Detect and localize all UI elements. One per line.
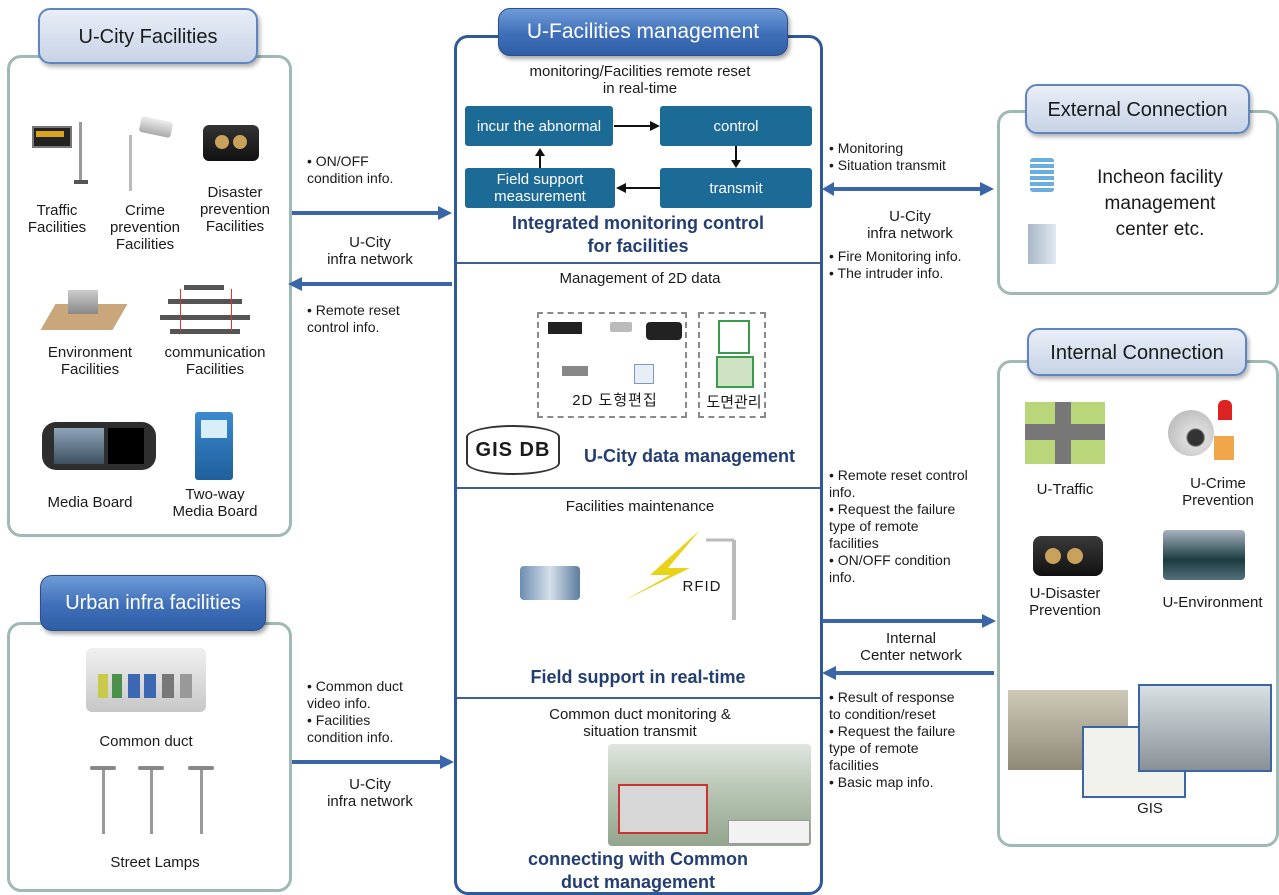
item-label: Traffic Facilities bbox=[27, 202, 87, 236]
ext-note-bottom: • Fire Monitoring info. • The intruder i… bbox=[829, 248, 962, 281]
building-stack-icon bbox=[1030, 158, 1054, 192]
environment-sensor-icon bbox=[40, 290, 128, 332]
item-label: Crime prevention Facilities bbox=[109, 202, 181, 253]
rfid-label: RFID bbox=[682, 578, 722, 595]
cctv-icon bbox=[122, 115, 182, 195]
floorplan-icon bbox=[716, 356, 754, 388]
section-divider bbox=[457, 262, 820, 264]
thermal-camera-icon bbox=[203, 125, 259, 161]
gis-map-image bbox=[1008, 684, 1272, 798]
item-label: Street Lamps bbox=[110, 854, 200, 871]
center-header: U-Facilities management bbox=[498, 8, 788, 56]
internal-item-label: U-Environment bbox=[1162, 594, 1263, 611]
item-label: Disaster prevention Facilities bbox=[199, 184, 271, 235]
item-label: Two-way Media Board bbox=[172, 486, 258, 520]
left-network-top: U-City infra network bbox=[327, 234, 413, 268]
left-note-bottom: • Common duct video info. • Facilities c… bbox=[307, 678, 403, 745]
internal-item-label: U-Crime Prevention bbox=[1182, 475, 1254, 509]
2d-shape-editor-box bbox=[537, 312, 687, 418]
u-traffic-icon bbox=[1025, 402, 1105, 464]
u-disaster-icon bbox=[1033, 536, 1103, 576]
section1-title: Integrated monitoring control for facili… bbox=[512, 213, 764, 256]
left-note-out: • Remote reset control info. bbox=[307, 302, 400, 335]
network-rack-icon bbox=[160, 285, 250, 337]
2d-shape-edit-label: 2D 도형편집 bbox=[572, 392, 658, 409]
mini-traffic-icon bbox=[548, 322, 582, 334]
int-network-label: Internal Center network bbox=[860, 630, 962, 664]
office-building-icon bbox=[1028, 224, 1056, 264]
internal-item-label: GIS bbox=[1137, 800, 1163, 817]
u-environment-icon bbox=[1163, 530, 1245, 580]
section1-subtitle: monitoring/Facilities remote reset in re… bbox=[529, 63, 751, 97]
mini-device-icon bbox=[634, 364, 654, 384]
drawing-management-box bbox=[698, 312, 766, 418]
flow-transmit: transmit bbox=[660, 168, 812, 208]
section-divider bbox=[457, 697, 820, 699]
section2-subtitle: Management of 2D data bbox=[559, 270, 721, 287]
int-note-bottom: • Result of response to condition/reset … bbox=[829, 689, 956, 790]
item-label: communication Facilities bbox=[164, 344, 266, 378]
int-note-top: • Remote reset control info. • Request t… bbox=[829, 467, 968, 585]
media-board-icon bbox=[42, 422, 156, 470]
item-label: Common duct bbox=[99, 733, 193, 750]
item-label: Environment Facilities bbox=[47, 344, 133, 378]
mobile-device-icon bbox=[520, 566, 580, 600]
drawing-icon bbox=[718, 320, 750, 354]
gis-db-label: GIS DB bbox=[475, 439, 551, 461]
gis-db-icon bbox=[466, 425, 560, 475]
external-connection-panel bbox=[997, 110, 1279, 295]
section2-title: U-City data management bbox=[583, 446, 796, 466]
urban-infra-header: Urban infra facilities bbox=[40, 575, 266, 631]
left-network-bottom: U-City infra network bbox=[327, 776, 413, 810]
mini-camera-icon bbox=[646, 322, 682, 340]
internal-connection-header: Internal Connection bbox=[1027, 328, 1247, 376]
section-divider bbox=[457, 487, 820, 489]
section3-title: Field support in real-time bbox=[530, 667, 746, 687]
internal-item-label: U-Disaster Prevention bbox=[1029, 585, 1101, 619]
flow-field-support: Field support measurement bbox=[465, 168, 615, 208]
external-connection-text: Incheon facility management center etc. bbox=[1097, 167, 1223, 240]
section4-subtitle: Common duct monitoring & situation trans… bbox=[549, 706, 731, 740]
mini-sensor-icon bbox=[562, 366, 588, 376]
left-note-in: • ON/OFF condition info. bbox=[307, 153, 394, 186]
street-lamp-icon bbox=[90, 766, 220, 836]
external-connection-header: External Connection bbox=[1025, 84, 1250, 134]
flow-abnormal: incur the abnormal bbox=[465, 106, 613, 146]
traffic-facility-icon bbox=[32, 118, 92, 188]
mini-cctv-icon bbox=[610, 322, 632, 332]
ext-note-top: • Monitoring • Situation transmit bbox=[829, 140, 946, 173]
item-label: Media Board bbox=[47, 494, 133, 511]
ext-network-label: U-City infra network bbox=[867, 208, 953, 242]
internal-item-label: U-Traffic bbox=[1036, 481, 1094, 498]
common-duct-icon bbox=[86, 648, 206, 712]
common-duct-scene-image bbox=[608, 744, 811, 846]
drawing-management-label: 도면관리 bbox=[706, 394, 762, 411]
section3-subtitle: Facilities maintenance bbox=[565, 498, 715, 515]
u-crime-icon bbox=[1168, 400, 1248, 470]
flow-control: control bbox=[660, 106, 812, 146]
kiosk-icon bbox=[195, 412, 233, 480]
u-city-facilities-header: U-City Facilities bbox=[38, 8, 258, 64]
